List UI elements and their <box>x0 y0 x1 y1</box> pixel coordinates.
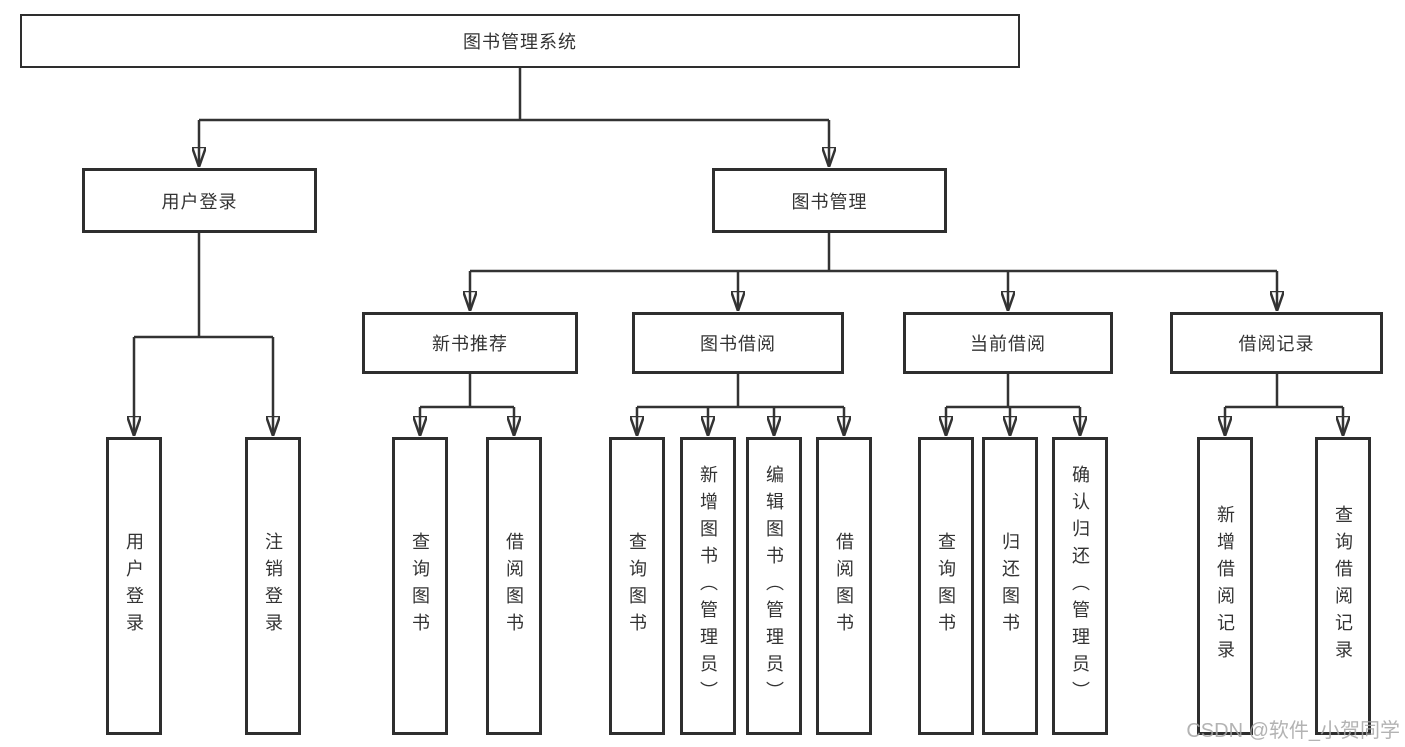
leaf-query-books-current: 查询图书 <box>918 437 974 735</box>
node-borrowing-records: 借阅记录 <box>1170 312 1383 374</box>
node-label: 新增借阅记录 <box>1215 505 1235 667</box>
node-label: 编辑图书（管理员） <box>764 464 784 708</box>
leaf-borrow-books-recommend: 借阅图书 <box>486 437 542 735</box>
node-label: 查询图书 <box>936 532 956 640</box>
leaf-user-login: 用户登录 <box>106 437 162 735</box>
node-book-borrowing: 图书借阅 <box>632 312 844 374</box>
node-label: 用户登录 <box>124 532 144 640</box>
node-label: 用户登录 <box>161 191 238 212</box>
node-label: 借阅图书 <box>834 532 854 640</box>
node-label: 图书借阅 <box>700 334 776 354</box>
connector-user-login-children <box>134 233 273 435</box>
connector-book-borrow-children <box>637 374 844 435</box>
node-label: 借阅记录 <box>1238 334 1315 354</box>
connector-book-mgmt-children <box>470 233 1277 310</box>
node-label: 确认归还（管理员） <box>1070 464 1090 708</box>
node-book-management: 图书管理 <box>712 168 947 233</box>
node-new-book-recommendation: 新书推荐 <box>362 312 578 374</box>
leaf-return-books: 归还图书 <box>982 437 1038 735</box>
leaf-add-books-admin: 新增图书（管理员） <box>680 437 736 735</box>
node-label: 新书推荐 <box>432 334 508 354</box>
leaf-query-books-recommend: 查询图书 <box>392 437 448 735</box>
connector-new-book-children <box>420 374 514 435</box>
node-label: 图书管理 <box>791 191 868 212</box>
node-library-management-system: 图书管理系统 <box>20 14 1020 68</box>
node-label: 当前借阅 <box>970 334 1046 354</box>
leaf-query-borrow-record: 查询借阅记录 <box>1315 437 1371 735</box>
connector-borrow-record-children <box>1225 374 1343 435</box>
node-label: 注销登录 <box>263 532 283 640</box>
node-label: 图书管理系统 <box>463 32 577 52</box>
node-label: 新增图书（管理员） <box>698 464 718 708</box>
leaf-query-books-borrow: 查询图书 <box>609 437 665 735</box>
node-label: 归还图书 <box>1000 532 1020 640</box>
node-label: 查询借阅记录 <box>1333 505 1353 667</box>
node-user-login: 用户登录 <box>82 168 317 233</box>
connector-root-to-level2 <box>199 67 829 166</box>
leaf-edit-books-admin: 编辑图书（管理员） <box>746 437 802 735</box>
leaf-add-borrow-record: 新增借阅记录 <box>1197 437 1253 735</box>
csdn-watermark: CSDN @软件_小贺同学 <box>1186 720 1400 742</box>
leaf-logout: 注销登录 <box>245 437 301 735</box>
leaf-borrow-books: 借阅图书 <box>816 437 872 735</box>
node-current-borrowing: 当前借阅 <box>903 312 1113 374</box>
node-label: 查询图书 <box>410 532 430 640</box>
node-label: 借阅图书 <box>504 532 524 640</box>
connector-current-borrow-children <box>946 374 1080 435</box>
node-label: 查询图书 <box>627 532 647 640</box>
leaf-confirm-return-admin: 确认归还（管理员） <box>1052 437 1108 735</box>
